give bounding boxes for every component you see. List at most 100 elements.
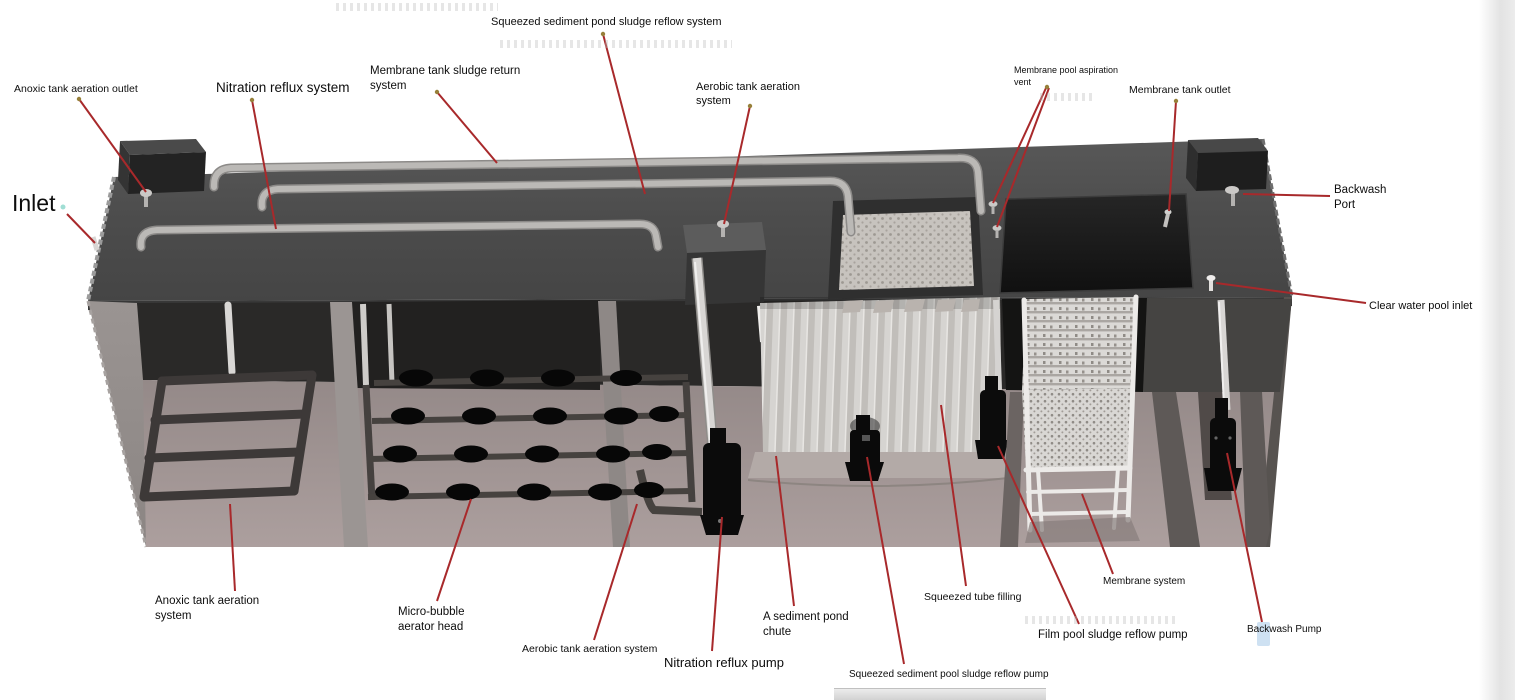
label-membrane-tank-outlet: Membrane tank outlet	[1129, 84, 1231, 96]
leader-film-pool-reflow-pump	[997, 445, 1080, 625]
leader-clear-water-pool-inlet	[1215, 282, 1367, 304]
membrane-system-cage	[1000, 294, 1140, 547]
leader-tips	[60, 31, 1179, 210]
label-backwash-pump: Backwash Pump	[1247, 624, 1322, 635]
label-clear-water-pool-inlet: Clear water pool inlet	[1369, 300, 1473, 312]
sediment-pond	[747, 297, 1009, 488]
deck-top-face	[88, 139, 1292, 301]
pond-base-shadow	[747, 477, 1009, 488]
micro-bubble-diffusers	[375, 369, 679, 501]
nitration-reflux-pump-body	[700, 428, 744, 535]
bottom-strip-artifact	[834, 688, 1046, 700]
backwash-down-pipe	[1217, 299, 1231, 411]
channel-top-face	[683, 222, 766, 253]
membrane-aspiration-vents	[988, 201, 1002, 238]
label-squeezed-reflow-system: Squeezed sediment pond sludge reflow sys…	[491, 16, 722, 28]
leader-aspiration-vent-1	[992, 87, 1047, 204]
label-squeezed-pool-reflow-pump: Squeezed sediment pool sludge reflow pum…	[849, 669, 1049, 680]
deck-pipes	[136, 153, 986, 252]
deck-left-edge	[86, 176, 116, 302]
clear-water-pool-inlet-fitting	[1206, 275, 1216, 291]
label-membrane-sludge-return: Membrane tank sludge return system	[370, 65, 521, 92]
membrane-tank-lid	[1000, 194, 1193, 293]
ghost-text-artifact	[336, 3, 498, 11]
nitration-reflux-assembly	[683, 222, 766, 535]
leader-membrane-system	[1081, 493, 1114, 575]
leader-anoxic-aeration-system	[229, 503, 236, 592]
nitration-pipe-highlight	[694, 261, 711, 441]
anoxic-down-pipe	[224, 301, 236, 376]
label-backwash-port: Backwash Port	[1334, 184, 1387, 211]
inlet-tip-artifact	[60, 204, 66, 210]
aerobic-feed-pipe-1	[360, 303, 369, 386]
anoxic-tank-aeration-frame	[139, 301, 317, 502]
squeezed-sludge-reflow-pipe	[258, 177, 854, 235]
deck-fittings	[90, 186, 1239, 291]
aerobic-diffuser-grid	[360, 303, 703, 516]
backwash-port-fitting	[1225, 186, 1239, 206]
leader-squeezed-pool-reflow-pump	[866, 456, 905, 665]
leader-membrane-tank-outlet	[1168, 100, 1177, 212]
membrane-sludge-return-pipe	[210, 154, 984, 214]
sediment-pond-pleated-filling	[760, 297, 1002, 452]
label-sediment-pond-chute: A sediment pond chute	[763, 611, 849, 638]
label-anoxic-aeration-system: Anoxic tank aeration system	[155, 595, 260, 622]
leader-micro-bubble-head	[436, 498, 472, 602]
leader-aerobic-aeration-top	[723, 105, 751, 225]
leader-inlet	[66, 213, 96, 244]
right-edge-band	[1479, 0, 1515, 700]
ghost-text-artifact	[1040, 93, 1095, 101]
right-deck-box	[1186, 138, 1268, 191]
aerobic-manifold-left	[362, 384, 376, 501]
pump-reflection	[1214, 436, 1218, 440]
leader-backwash-pump	[1226, 452, 1263, 623]
leader-lines	[66, 33, 1367, 665]
cage-floor-shadow	[1025, 517, 1140, 543]
partition-anoxic-aerobic	[330, 302, 368, 547]
nitration-reflux-pipe	[137, 220, 661, 250]
label-membrane-aspiration-vent: Membrane pool aspiration vent	[1014, 65, 1119, 87]
inlet-fitting	[90, 236, 100, 251]
label-inlet: Inlet	[12, 190, 56, 216]
leader-nitration-reflux-pump	[711, 516, 723, 652]
label-squeezed-tube-filling: Squeezed tube filling	[924, 591, 1022, 603]
leader-backwash-port	[1242, 193, 1331, 197]
left-wall-edge	[86, 300, 148, 548]
leader-squeezed-reflow-system	[602, 33, 646, 195]
label-nitration-reflux-pump: Nitration reflux pump	[664, 655, 784, 670]
leader-aspiration-vent-2	[996, 87, 1050, 228]
membrane-tank	[988, 193, 1194, 547]
ghost-text-artifact	[500, 40, 732, 48]
pump-reflection	[1228, 436, 1232, 440]
leader-membrane-sludge-return	[436, 91, 498, 164]
label-aerobic-aeration-top: Aerobic tank aeration system	[696, 81, 800, 108]
label-aerobic-aeration-bottom: Aerobic tank aeration system	[522, 643, 658, 655]
squeezed-pool-reflow-pump-body	[845, 415, 884, 481]
partition-aerobic-sediment	[598, 301, 630, 547]
aerobic-feed-pipe-2	[386, 303, 395, 384]
leader-sediment-pond-chute	[775, 455, 795, 607]
clearwater-back-wall	[1143, 298, 1292, 392]
label-micro-bubble-head: Micro-bubble aerator head	[398, 606, 465, 633]
label-anoxic-aeration-outlet: Anoxic tank aeration outlet	[14, 83, 138, 95]
lid-edge	[999, 193, 1194, 294]
label-nitration-reflux-system: Nitration reflux system	[216, 80, 350, 95]
label-film-pool-reflow-pump: Film pool sludge reflow pump	[1038, 629, 1188, 641]
leader-aerobic-aeration-bottom	[593, 503, 638, 641]
tube-filling-texture	[839, 211, 974, 290]
aerobic-back-wall	[350, 300, 600, 390]
cage-mesh	[1022, 388, 1133, 470]
leader-nitration-reflux-system	[251, 99, 277, 230]
aerobic-manifold-right	[682, 381, 696, 503]
cage-cassette-slats	[1022, 297, 1136, 390]
aerobic-aeration-fitting	[717, 220, 729, 237]
clear-water-tank	[1152, 299, 1270, 547]
anoxic-aeration-outlet-fitting	[140, 189, 152, 207]
backwash-pipe-highlight	[1218, 301, 1225, 406]
leader-anoxic-aeration-outlet	[78, 98, 147, 193]
cage-shadow	[1000, 392, 1024, 547]
film-pump-pipe	[993, 299, 1002, 391]
pump-reflection	[862, 435, 870, 441]
